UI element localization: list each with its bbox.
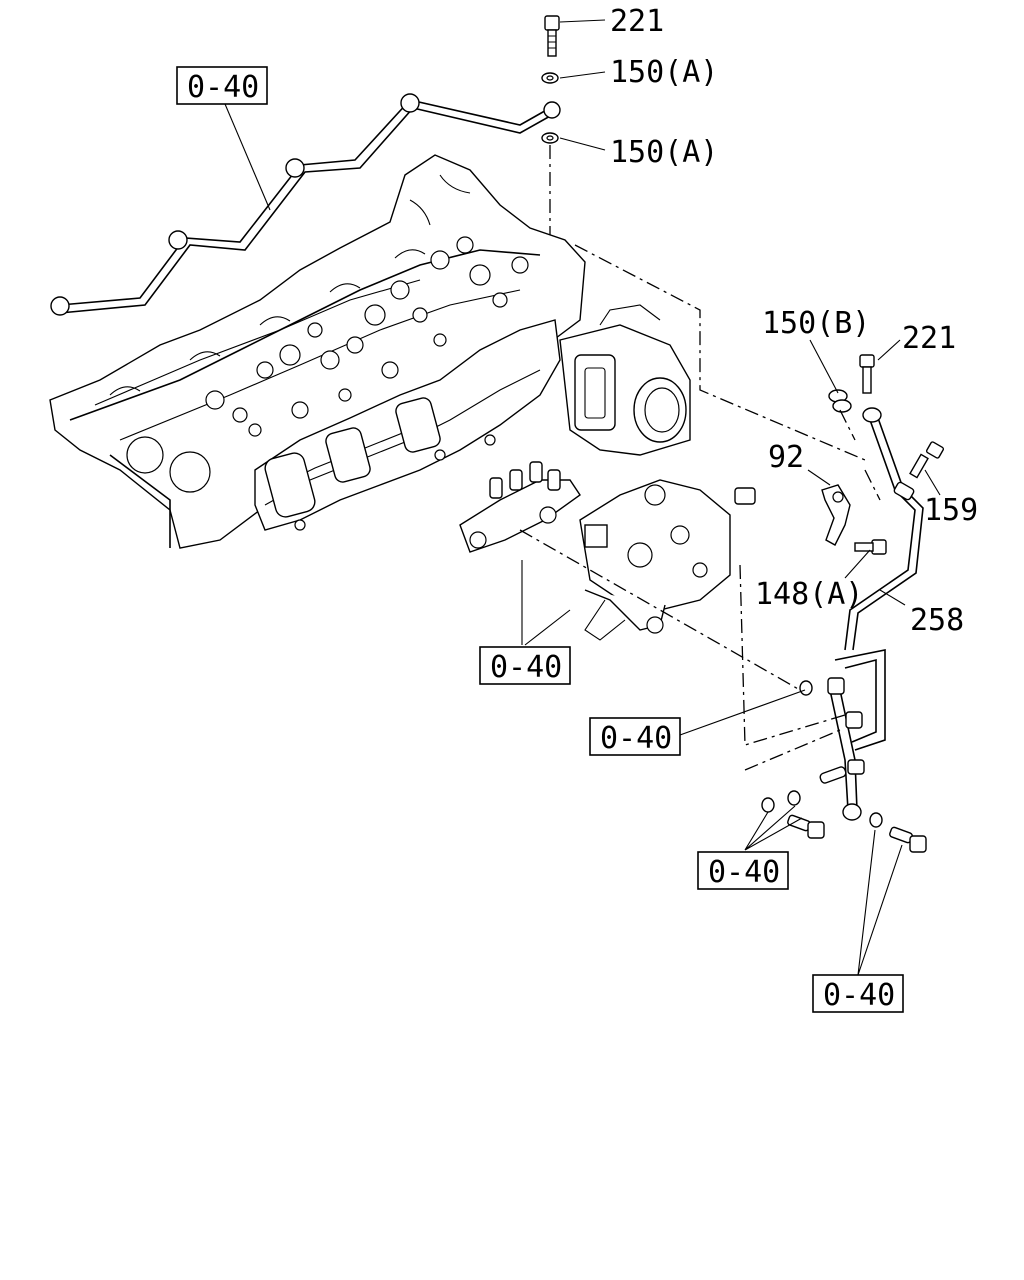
reference-box-2[interactable]: 0-40: [479, 646, 571, 685]
leak-off-pipe: [50, 93, 561, 316]
callout-92-bracket: 92: [768, 440, 804, 475]
assembly-lines: [519, 145, 881, 771]
callout-148a-bolt: 148(A): [755, 577, 863, 612]
reference-label: 0-40: [600, 721, 672, 756]
fasteners: [541, 15, 945, 853]
bracket-92: [821, 484, 851, 546]
reference-label: 0-40: [708, 855, 780, 890]
callout-150a-washer-upper: 150(A): [610, 55, 718, 90]
callout-150a-washer-lower: 150(A): [610, 135, 718, 170]
reference-box-3[interactable]: 0-40: [589, 717, 681, 756]
callout-221-bolt-top: 221: [610, 4, 664, 39]
callout-159-bolt: 159: [924, 493, 978, 528]
cylinder-head: [49, 154, 586, 549]
reference-box-4[interactable]: 0-40: [697, 851, 789, 890]
fuel-pipe-258: [819, 407, 924, 821]
callout-150b-washer: 150(B): [762, 306, 870, 341]
injection-pump: [579, 479, 756, 641]
reference-label: 0-40: [187, 70, 259, 105]
throttle-body: [559, 304, 691, 456]
reference-label: 0-40: [490, 650, 562, 685]
reference-box-1[interactable]: 0-40: [176, 66, 268, 105]
intake-manifold: [254, 319, 561, 531]
reference-box-5[interactable]: 0-40: [812, 974, 904, 1013]
callout-258-fuel-pipe: 258: [910, 603, 964, 638]
common-rail: [459, 461, 581, 553]
leader-lines: [224, 19, 941, 976]
reference-label: 0-40: [823, 978, 895, 1013]
callout-221-bolt-right: 221: [902, 321, 956, 356]
